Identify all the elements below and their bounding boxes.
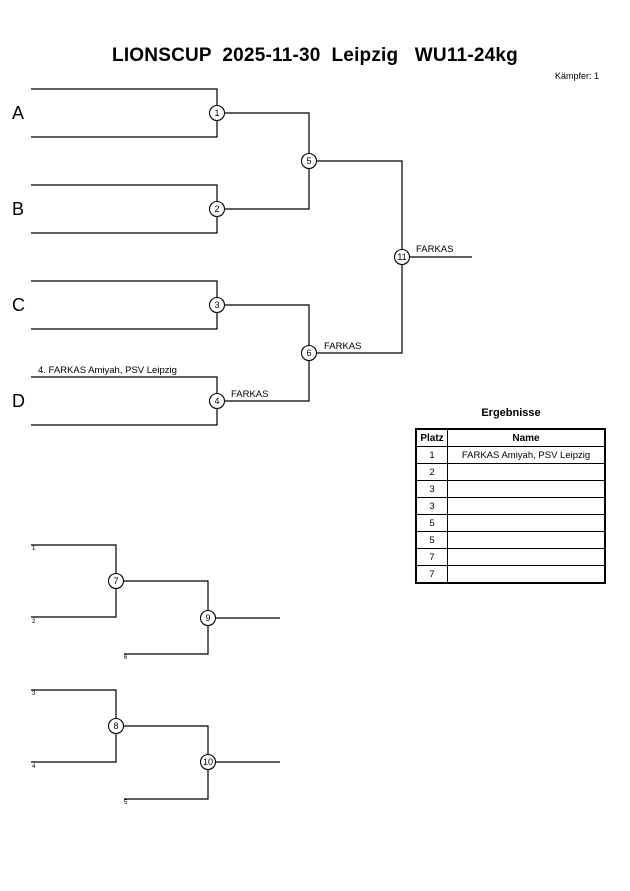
bracket-line-m8 [31,689,117,763]
place-cell: 5 [415,531,448,549]
table-row: 2 [415,463,606,481]
table-row: 5 [415,514,606,532]
table-row: 5 [415,531,606,549]
winner-label-m11: FARKAS [416,244,454,255]
repechage-seed: 3 [32,691,36,697]
repechage-seed: 6 [124,655,128,661]
winner-label-m4: FARKAS [231,389,269,400]
match-node-5: 5 [300,152,318,170]
bracket-line-m2 [31,184,218,234]
repechage-seed: 1 [32,546,36,552]
name-cell [447,463,606,481]
bracket-line-m1 [31,88,218,138]
bracket-line-m4 [31,376,218,426]
svg-text:8: 8 [113,721,118,731]
match-node-7: 7 [107,572,125,590]
place-column-header: Platz [415,428,448,447]
name-cell: FARKAS Amiyah, PSV Leipzig [447,446,606,464]
pool-label-d: D [12,391,25,411]
pool-label-c: C [12,295,25,315]
repechage-seed: 5 [124,800,128,806]
winner-label-m6: FARKAS [324,341,362,352]
table-row: 3 [415,497,606,515]
table-row: 3 [415,480,606,498]
page-title: LIONSCUP 2025-11-30 Leipzig WU11-24kg [112,45,518,66]
bracket-line-m11 [309,160,403,354]
place-cell: 3 [415,480,448,498]
name-column-header: Name [447,428,606,447]
place-cell: 7 [415,548,448,566]
match-node-1: 1 [208,104,226,122]
svg-text:7: 7 [113,576,118,586]
fighter-count: Kämpfer: 1 [554,71,599,81]
svg-text:4: 4 [214,396,219,406]
name-cell [447,480,606,498]
name-cell [447,514,606,532]
match-node-3: 3 [208,296,226,314]
results-title: Ergebnisse [481,407,541,419]
svg-text:3: 3 [214,300,219,310]
repechage-seed: 2 [32,619,36,625]
place-cell: 7 [415,565,448,584]
bracket-line-m6 [217,304,310,402]
match-node-8: 8 [107,717,125,735]
repechage-seed: 4 [32,764,36,770]
place-cell: 2 [415,463,448,481]
svg-text:5: 5 [306,156,311,166]
bracket-line-m9 [116,580,209,655]
match-node-6: 6 [300,344,318,362]
match-node-11: 11 [393,248,411,266]
place-cell: 1 [415,446,448,464]
name-cell [447,497,606,515]
entrant-d-label: 4. FARKAS Amiyah, PSV Leipzig [38,365,177,376]
results-header-row: Platz Name [415,428,606,447]
match-node-10: 10 [199,753,217,771]
pool-label-b: B [12,199,24,219]
match-node-4: 4 [208,392,226,410]
pool-label-a: A [12,103,24,123]
name-cell [447,565,606,584]
place-cell: 3 [415,497,448,515]
svg-text:10: 10 [203,757,213,767]
svg-text:9: 9 [205,613,210,623]
table-row: 7 [415,548,606,566]
place-cell: 5 [415,514,448,532]
svg-text:11: 11 [397,252,406,262]
bracket-line-m10 [116,725,209,800]
bracket-line-m5 [217,112,310,210]
svg-text:6: 6 [306,348,311,358]
match-node-9: 9 [199,609,217,627]
match-node-2: 2 [208,200,226,218]
svg-text:1: 1 [214,108,219,118]
name-cell [447,548,606,566]
name-cell [447,531,606,549]
bracket-line-m7 [31,544,117,618]
table-row: 7 [415,565,606,584]
bracket-line-m3 [31,280,218,330]
svg-text:2: 2 [214,204,219,214]
